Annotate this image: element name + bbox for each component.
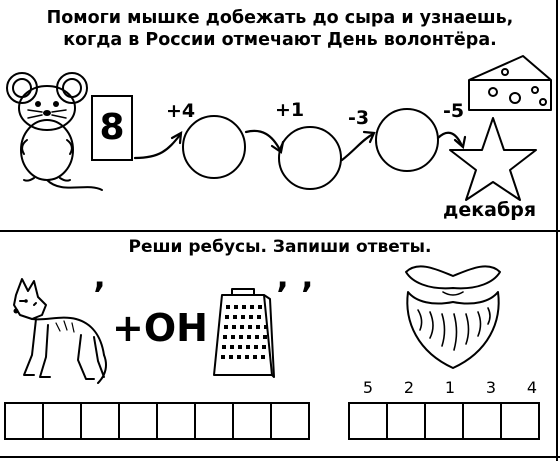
task-title-line1: Помоги мышке добежать до сыра и узнаешь, [46,8,514,28]
rebus2-answer-cells [348,402,540,440]
order-number: 2 [403,378,415,397]
mouse-icon [6,72,103,191]
rebus-title: Реши ребусы. Запиши ответы. [128,237,432,257]
answer-cell[interactable] [386,402,426,440]
step-label-1: +4 [166,100,196,122]
answer-cell[interactable] [80,402,120,440]
right-border [556,0,558,461]
step-label-4: -5 [443,100,465,122]
answer-cell[interactable] [118,402,158,440]
chain-arrows [133,129,467,162]
bottom-border [0,456,560,458]
step-label-3: -3 [348,107,370,129]
grater-icon [213,288,275,378]
rebus1-plus-on: +ОН [112,306,208,350]
section-divider [0,230,560,232]
answer-cell[interactable] [348,402,388,440]
answer-circle-2[interactable] [278,126,342,190]
month-label: декабря [443,199,537,221]
rebus1-answer-cells [4,402,310,440]
step-label-2: +1 [275,99,305,121]
answer-circle-3[interactable] [375,108,439,172]
task-title-line2: когда в России отмечают День волонтёра. [63,30,497,50]
answer-cell[interactable] [194,402,234,440]
star-icon [449,117,537,201]
wolf-icon [13,278,107,384]
rebus2-letter-order: 5 2 1 3 4 [348,378,553,398]
answer-cell[interactable] [270,402,310,440]
rebus1-comma: ’ [93,275,106,315]
answer-cell[interactable] [4,402,44,440]
order-number: 4 [526,378,538,397]
answer-cell[interactable] [232,402,272,440]
answer-cell[interactable] [42,402,82,440]
start-number-box: 8 [91,95,133,161]
cheese-icon [468,55,552,111]
answer-cell[interactable] [500,402,540,440]
answer-cell[interactable] [156,402,196,440]
answer-cell[interactable] [462,402,502,440]
rebus1-double-comma: ’ ’ [276,275,314,315]
answer-circle-1[interactable] [182,115,246,179]
order-number: 5 [362,378,374,397]
order-number: 1 [444,378,456,397]
beard-icon [405,265,501,369]
order-number: 3 [485,378,497,397]
answer-cell[interactable] [424,402,464,440]
